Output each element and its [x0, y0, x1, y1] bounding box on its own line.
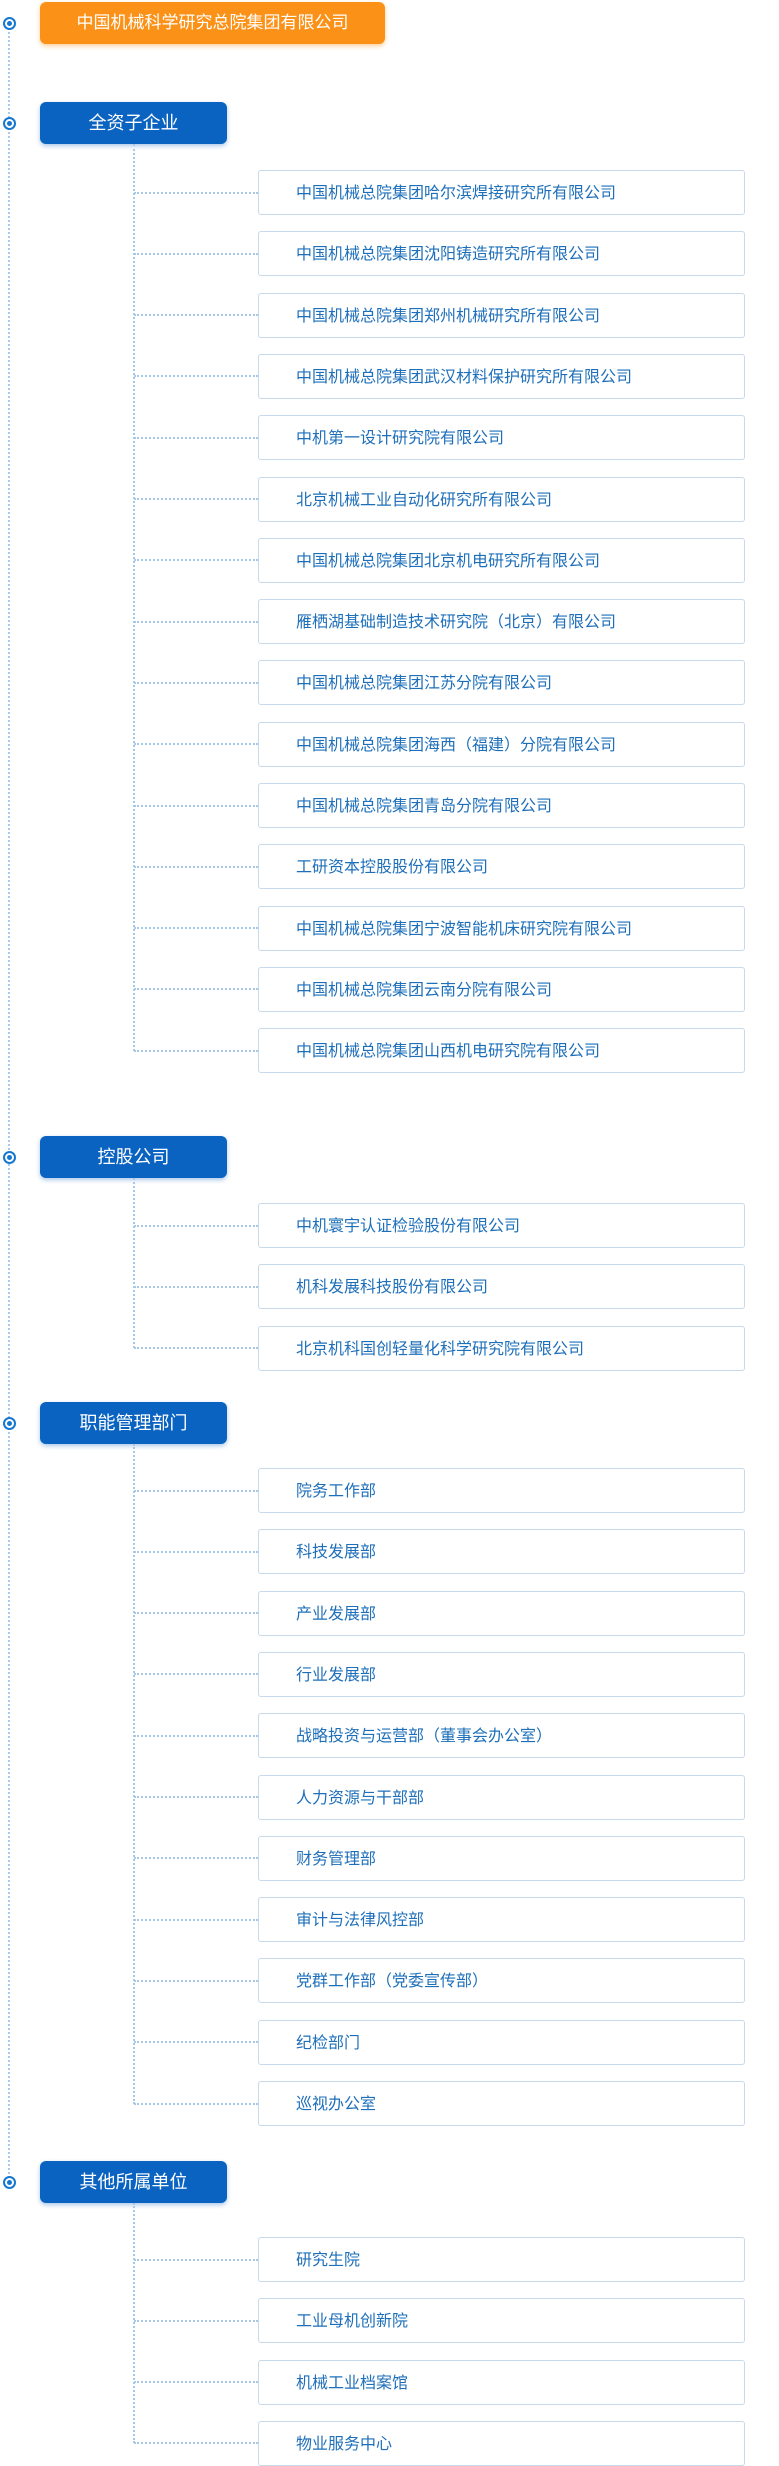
org-item[interactable]: 中机寰宇认证检验股份有限公司: [258, 1203, 745, 1248]
item-connector-line: [134, 2102, 258, 2105]
org-item[interactable]: 财务管理部: [258, 1835, 745, 1881]
org-item[interactable]: 中国机械总院集团郑州机械研究所有限公司: [258, 292, 745, 338]
item-connector-line: [134, 559, 258, 562]
org-item[interactable]: 机科发展科技股份有限公司: [258, 1264, 745, 1310]
item-connector-line: [134, 1796, 258, 1798]
section-connector-line: [133, 1444, 135, 2104]
item-connector-line: [134, 1612, 258, 1615]
org-item[interactable]: 中国机械总院集团青岛分院有限公司: [258, 783, 745, 828]
node-bullet-icon: [3, 1150, 16, 1164]
item-connector-line: [134, 743, 258, 746]
node-bullet-icon: [3, 2175, 16, 2189]
item-connector-line: [134, 2258, 258, 2261]
item-connector-line: [134, 927, 258, 930]
item-connector-line: [134, 988, 258, 991]
org-item[interactable]: 机械工业档案馆: [258, 2359, 745, 2405]
item-connector-line: [134, 681, 258, 684]
item-connector-line: [134, 1224, 258, 1227]
org-item[interactable]: 产业发展部: [258, 1590, 745, 1636]
item-connector-line: [134, 1049, 258, 1052]
item-connector-line: [134, 375, 258, 378]
org-item[interactable]: 中国机械总院集团江苏分院有限公司: [258, 660, 745, 706]
section-button-1[interactable]: 全资子企业: [40, 102, 227, 144]
org-item[interactable]: 中国机械总院集团沈阳铸造研究所有限公司: [258, 231, 745, 277]
section-button-3[interactable]: 职能管理部门: [40, 1402, 227, 1444]
org-item[interactable]: 党群工作部（党委宣传部）: [258, 1958, 745, 2004]
org-item[interactable]: 战略投资与运营部（董事会办公室）: [258, 1713, 745, 1759]
section-connector-line: [133, 144, 135, 1051]
org-item[interactable]: 中国机械总院集团武汉材料保护研究所有限公司: [258, 353, 745, 399]
item-connector-line: [134, 191, 258, 194]
org-item[interactable]: 北京机科国创轻量化科学研究院有限公司: [258, 1325, 745, 1371]
item-connector-line: [134, 620, 258, 623]
org-item[interactable]: 巡视办公室: [258, 2081, 745, 2126]
item-connector-line: [134, 865, 258, 868]
root-node[interactable]: 中国机械科学研究总院集团有限公司: [40, 2, 385, 44]
item-connector-line: [134, 1979, 258, 1982]
item-connector-line: [134, 498, 258, 500]
item-connector-line: [134, 2319, 258, 2322]
left-rail-dotted-line: [8, 23, 10, 2182]
org-item[interactable]: 中国机械总院集团山西机电研究院有限公司: [258, 1028, 745, 1074]
org-item[interactable]: 人力资源与干部部: [258, 1774, 745, 1820]
org-item[interactable]: 行业发展部: [258, 1651, 745, 1697]
item-connector-line: [134, 1347, 258, 1350]
item-connector-line: [134, 2442, 258, 2445]
item-connector-line: [134, 2041, 258, 2044]
org-item[interactable]: 北京机械工业自动化研究所有限公司: [258, 476, 745, 522]
org-item[interactable]: 研究生院: [258, 2237, 745, 2282]
item-connector-line: [134, 804, 258, 807]
item-connector-line: [134, 1857, 258, 1860]
item-connector-line: [134, 252, 258, 255]
org-item[interactable]: 纪检部门: [258, 2019, 745, 2065]
node-bullet-icon: [3, 16, 16, 30]
section-button-4[interactable]: 其他所属单位: [40, 2161, 227, 2203]
org-item[interactable]: 院务工作部: [258, 1468, 745, 1513]
item-connector-line: [134, 1489, 258, 1492]
item-connector-line: [134, 436, 258, 439]
item-connector-line: [134, 314, 258, 317]
item-connector-line: [134, 2381, 258, 2384]
item-connector-line: [134, 1550, 258, 1553]
node-bullet-icon: [3, 116, 16, 130]
org-item[interactable]: 审计与法律风控部: [258, 1897, 745, 1943]
org-item[interactable]: 中国机械总院集团哈尔滨焊接研究所有限公司: [258, 170, 745, 215]
item-connector-line: [134, 1918, 258, 1921]
org-item[interactable]: 科技发展部: [258, 1529, 745, 1575]
org-item[interactable]: 物业服务中心: [258, 2420, 745, 2466]
node-bullet-icon: [3, 1416, 16, 1430]
section-connector-line: [133, 1178, 135, 1349]
section-connector-line: [133, 2203, 135, 2444]
org-item[interactable]: 工业母机创新院: [258, 2298, 745, 2344]
org-item[interactable]: 工研资本控股股份有限公司: [258, 844, 745, 890]
item-connector-line: [134, 1285, 258, 1288]
item-connector-line: [134, 1734, 258, 1737]
org-item[interactable]: 中国机械总院集团海西（福建）分院有限公司: [258, 721, 745, 767]
org-item[interactable]: 中国机械总院集团北京机电研究所有限公司: [258, 537, 745, 583]
section-button-2[interactable]: 控股公司: [40, 1136, 227, 1178]
org-item[interactable]: 中机第一设计研究院有限公司: [258, 415, 745, 461]
org-item[interactable]: 中国机械总院集团云南分院有限公司: [258, 966, 745, 1012]
org-item[interactable]: 雁栖湖基础制造技术研究院（北京）有限公司: [258, 599, 745, 645]
org-item[interactable]: 中国机械总院集团宁波智能机床研究院有限公司: [258, 905, 745, 951]
item-connector-line: [134, 1673, 258, 1676]
